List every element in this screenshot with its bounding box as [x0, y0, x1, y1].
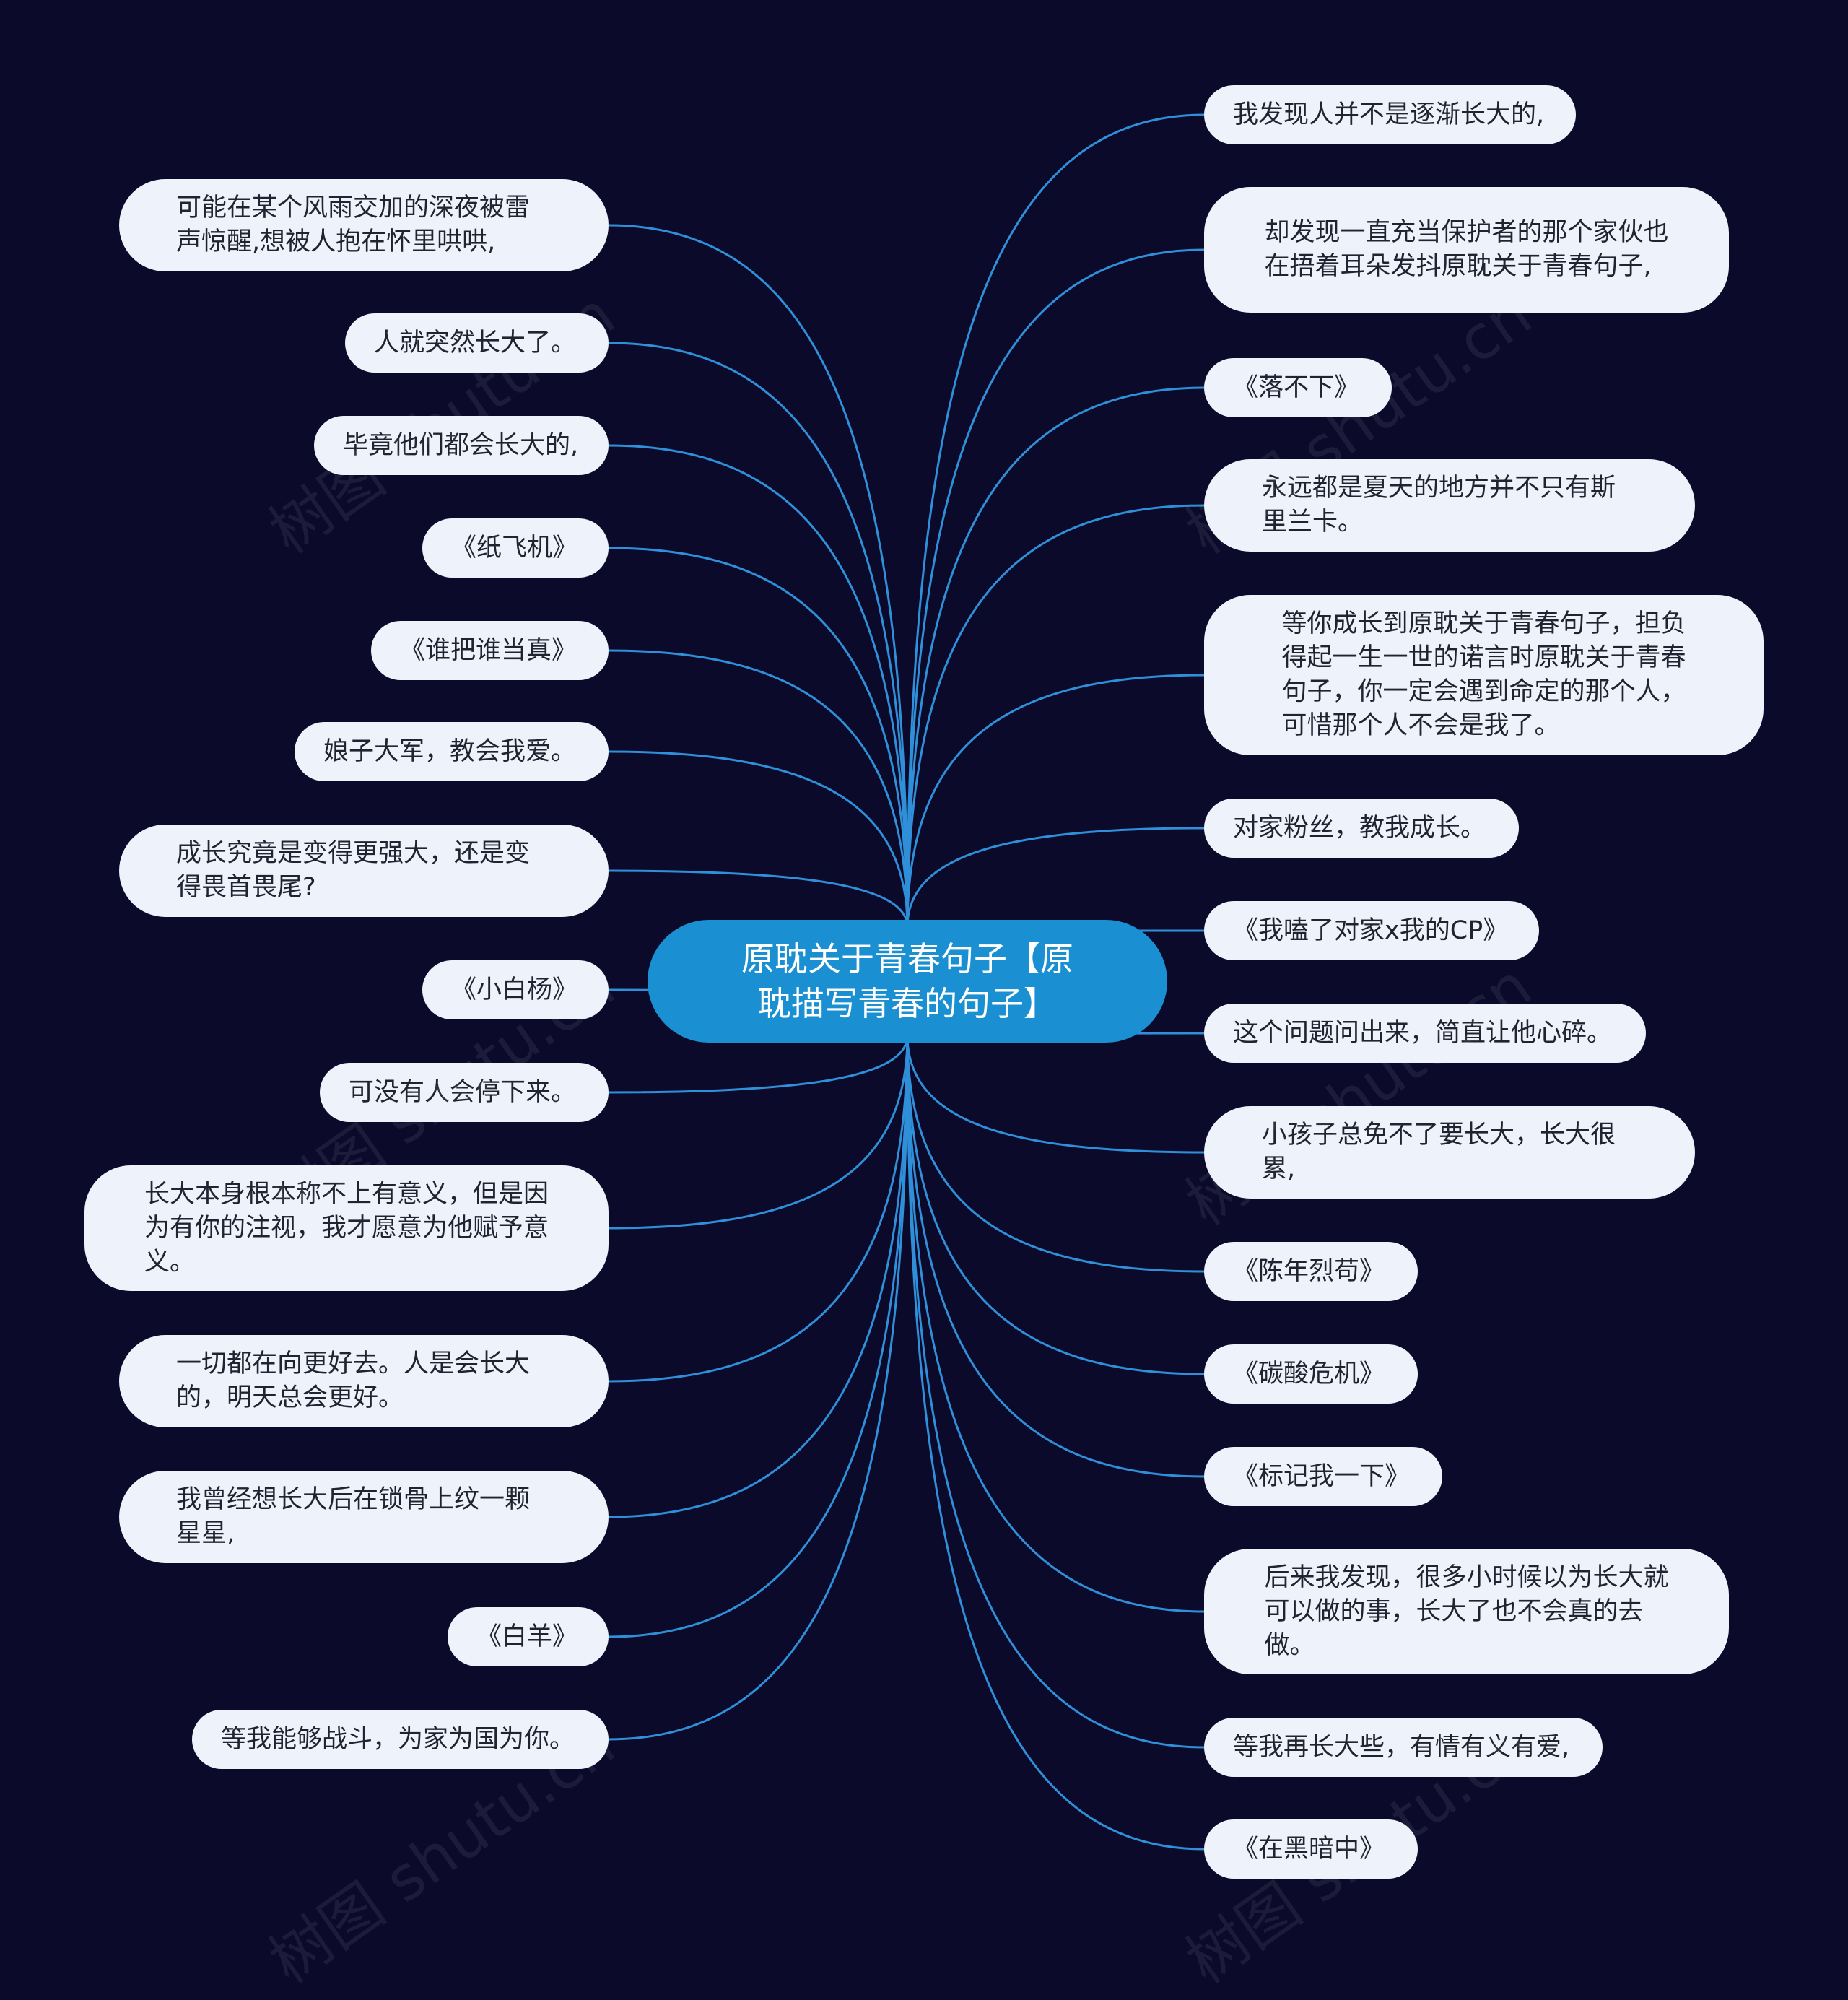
right-topic-15[interactable]: 《在黑暗中》: [1204, 1819, 1418, 1879]
right-connector-9: [906, 1035, 1205, 1154]
right-connector-1: [906, 113, 1205, 928]
right-topic-label: 《我嗑了对家x我的CP》: [1233, 916, 1509, 945]
left-topic-2[interactable]: 人就突然长大了。: [345, 313, 609, 373]
left-topic-6[interactable]: 娘子大军，教会我爱。: [295, 722, 609, 781]
left-topic-5[interactable]: 《谁把谁当真》: [371, 621, 609, 680]
left-connector-7: [608, 869, 909, 928]
left-topic-7[interactable]: 成长究竟是变得更强大，还是变得畏首畏尾?: [119, 825, 609, 917]
right-connector-5: [906, 674, 1205, 928]
left-topic-label: 《白羊》: [476, 1622, 578, 1651]
right-topic-label: 《标记我一下》: [1233, 1461, 1411, 1491]
right-topic-5[interactable]: 等你成长到原耽关于青春句子，担负得起一生一世的诺言时原耽关于青春句子，你一定会遇…: [1204, 595, 1764, 755]
right-topic-label: 小孩子总免不了要长大，长大很累,: [1262, 1121, 1616, 1183]
right-connector-3: [906, 386, 1205, 928]
left-connector-3: [608, 444, 909, 928]
root-topic[interactable]: 原耽关于青春句子【原耽描写青春的句子】: [648, 920, 1167, 1043]
right-topic-12[interactable]: 《标记我一下》: [1204, 1447, 1442, 1506]
left-topic-13[interactable]: 《白羊》: [448, 1607, 609, 1666]
right-topic-label: 《碳酸危机》: [1233, 1359, 1385, 1388]
right-topic-6[interactable]: 对家粉丝，教我成长。: [1204, 799, 1519, 858]
left-topic-label: 人就突然长大了。: [374, 328, 577, 357]
right-connector-15: [906, 1035, 1205, 1851]
left-connector-1: [608, 224, 909, 928]
left-topic-label: 我曾经想长大后在锁骨上纹一颗星星,: [176, 1485, 531, 1548]
right-topic-label: 这个问题问出来，简直让他心碎。: [1233, 1018, 1613, 1048]
left-connector-12: [608, 1035, 909, 1518]
left-connector-9: [608, 1035, 909, 1094]
right-connector-2: [906, 248, 1205, 928]
right-topic-7[interactable]: 《我嗑了对家x我的CP》: [1204, 901, 1539, 960]
right-topic-label: 《在黑暗中》: [1233, 1834, 1385, 1864]
right-topic-label: 《落不下》: [1233, 373, 1360, 402]
left-topic-label: 可没有人会停下来。: [349, 1077, 577, 1107]
right-connector-6: [906, 827, 1205, 928]
left-topic-11[interactable]: 一切都在向更好去。人是会长大的，明天总会更好。: [119, 1335, 609, 1427]
left-connector-6: [608, 750, 909, 928]
right-topic-label: 对家粉丝，教我成长。: [1233, 813, 1486, 843]
right-connector-12: [906, 1035, 1205, 1478]
left-topic-10[interactable]: 长大本身根本称不上有意义，但是因为有你的注视，我才愿意为他赋予意义。: [84, 1165, 609, 1291]
left-connector-4: [608, 547, 909, 928]
right-topic-13[interactable]: 后来我发现，很多小时候以为长大就可以做的事，长大了也不会真的去做。: [1204, 1549, 1729, 1674]
right-topic-label: 却发现一直充当保护者的那个家伙也在捂着耳朵发抖原耽关于青春句子,: [1264, 218, 1669, 281]
left-connector-2: [608, 342, 909, 928]
left-topic-label: 《谁把谁当真》: [400, 635, 578, 665]
right-topic-3[interactable]: 《落不下》: [1204, 358, 1392, 417]
right-connector-4: [906, 504, 1205, 928]
right-topic-9[interactable]: 小孩子总免不了要长大，长大很累,: [1204, 1106, 1695, 1199]
left-topic-label: 《纸飞机》: [451, 533, 578, 562]
right-connector-13: [906, 1035, 1205, 1613]
left-connector-10: [608, 1035, 909, 1230]
left-topic-label: 《小白杨》: [451, 975, 578, 1004]
left-connector-5: [608, 649, 909, 928]
left-topic-label: 长大本身根本称不上有意义，但是因为有你的注视，我才愿意为他赋予意义。: [144, 1179, 549, 1277]
left-connector-11: [608, 1035, 909, 1383]
right-topic-8[interactable]: 这个问题问出来，简直让他心碎。: [1204, 1004, 1646, 1063]
right-topic-2[interactable]: 却发现一直充当保护者的那个家伙也在捂着耳朵发抖原耽关于青春句子,: [1204, 187, 1729, 313]
right-topic-1[interactable]: 我发现人并不是逐渐长大的,: [1204, 85, 1576, 144]
left-connector-14: [608, 1035, 909, 1741]
right-connector-11: [906, 1035, 1205, 1375]
right-topic-label: 后来我发现，很多小时候以为长大就可以做的事，长大了也不会真的去做。: [1264, 1562, 1669, 1660]
right-topic-label: 等你成长到原耽关于青春句子，担负得起一生一世的诺言时原耽关于青春句子，你一定会遇…: [1281, 609, 1686, 740]
left-topic-label: 等我能够战斗，为家为国为你。: [221, 1724, 575, 1754]
left-topic-9[interactable]: 可没有人会停下来。: [320, 1063, 609, 1122]
left-topic-8[interactable]: 《小白杨》: [422, 960, 609, 1019]
right-topic-11[interactable]: 《碳酸危机》: [1204, 1344, 1418, 1404]
right-topic-label: 我发现人并不是逐渐长大的,: [1233, 100, 1545, 129]
right-connector-10: [906, 1035, 1205, 1273]
left-topic-4[interactable]: 《纸飞机》: [422, 518, 609, 578]
right-topic-label: 等我再长大些，有情有义有爱,: [1233, 1732, 1570, 1762]
left-topic-label: 一切都在向更好去。人是会长大的，明天总会更好。: [176, 1349, 531, 1412]
left-topic-label: 可能在某个风雨交加的深夜被雷声惊醒,想被人抱在怀里哄哄,: [176, 194, 531, 256]
left-topic-label: 毕竟他们都会长大的,: [343, 430, 579, 460]
right-topic-10[interactable]: 《陈年烈苟》: [1204, 1242, 1418, 1301]
right-connector-14: [906, 1035, 1205, 1749]
right-topic-label: 永远都是夏天的地方并不只有斯里兰卡。: [1262, 474, 1616, 536]
left-topic-14[interactable]: 等我能够战斗，为家为国为你。: [192, 1710, 609, 1769]
left-topic-12[interactable]: 我曾经想长大后在锁骨上纹一颗星星,: [119, 1471, 609, 1563]
left-connector-13: [608, 1035, 909, 1638]
right-topic-14[interactable]: 等我再长大些，有情有义有爱,: [1204, 1718, 1603, 1777]
left-topic-label: 娘子大军，教会我爱。: [323, 736, 577, 766]
left-topic-1[interactable]: 可能在某个风雨交加的深夜被雷声惊醒,想被人抱在怀里哄哄,: [119, 179, 609, 271]
right-topic-4[interactable]: 永远都是夏天的地方并不只有斯里兰卡。: [1204, 459, 1695, 552]
left-topic-label: 成长究竟是变得更强大，还是变得畏首畏尾?: [176, 839, 531, 902]
right-topic-label: 《陈年烈苟》: [1233, 1256, 1385, 1286]
left-topic-3[interactable]: 毕竟他们都会长大的,: [314, 416, 609, 475]
